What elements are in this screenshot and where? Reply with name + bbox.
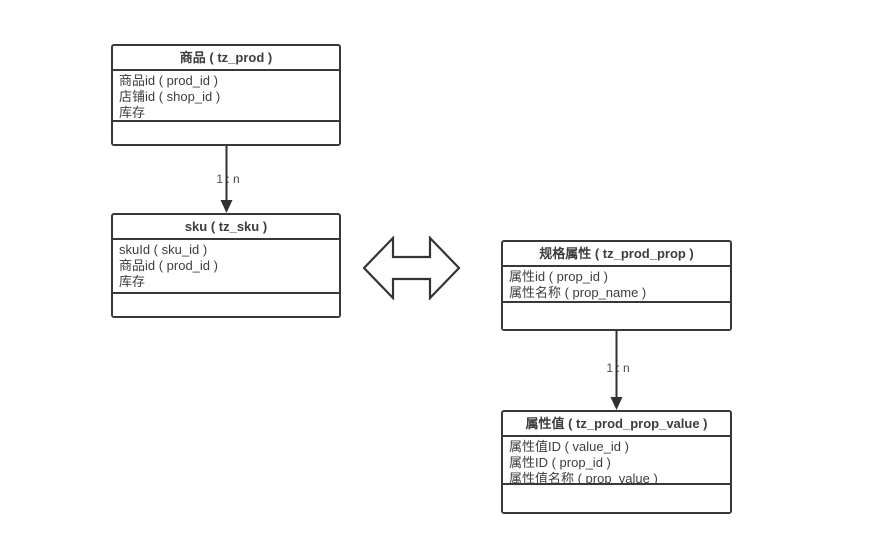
entity-empty-section xyxy=(503,303,730,329)
entity-field: 属性值ID ( value_id ) xyxy=(509,439,629,454)
double-horizontal-arrow-icon xyxy=(363,236,461,300)
connector-prod-to-sku xyxy=(218,146,235,213)
entity-field: 属性值名称 ( prop_value ) xyxy=(509,471,658,485)
entity-field: 商品id ( prod_id ) xyxy=(119,73,218,88)
entity-table-prod-prop: 规格属性 ( tz_prod_prop ) 属性id ( prop_id ) 属… xyxy=(501,240,732,331)
entity-field: 属性ID ( prop_id ) xyxy=(509,455,611,470)
entity-empty-section xyxy=(113,294,339,316)
entity-field: 店铺id ( shop_id ) xyxy=(119,89,221,104)
down-arrow-icon xyxy=(610,331,623,410)
entity-fields-prod-prop-value: 属性值ID ( value_id ) 属性ID ( prop_id ) 属性值名… xyxy=(503,437,730,485)
entity-field: 属性名称 ( prop_name ) xyxy=(509,285,647,300)
entity-table-sku: sku ( tz_sku ) skuId ( sku_id ) 商品id ( p… xyxy=(111,213,341,318)
entity-fields-prod-prop: 属性id ( prop_id ) 属性名称 ( prop_name ) xyxy=(503,267,730,303)
entity-field: skuId ( sku_id ) xyxy=(119,242,208,257)
entity-field: 商品id ( prod_id ) xyxy=(119,258,218,273)
entity-empty-section xyxy=(503,485,730,512)
entity-title-prod-prop-value: 属性值 ( tz_prod_prop_value ) xyxy=(503,412,730,437)
down-arrow-icon xyxy=(220,146,233,213)
entity-table-prod-prop-value: 属性值 ( tz_prod_prop_value ) 属性值ID ( value… xyxy=(501,410,732,514)
entity-empty-section xyxy=(113,122,339,144)
entity-fields-prod: 商品id ( prod_id ) 店铺id ( shop_id ) 库存 xyxy=(113,71,339,122)
entity-title-prod: 商品 ( tz_prod ) xyxy=(113,46,339,71)
entity-field: 库存 xyxy=(119,274,146,289)
entity-field: 库存 xyxy=(119,105,146,120)
entity-fields-sku: skuId ( sku_id ) 商品id ( prod_id ) 库存 xyxy=(113,240,339,294)
connector-cardinality-label: 1 : n xyxy=(606,361,630,375)
entity-field: 属性id ( prop_id ) xyxy=(509,269,608,284)
entity-title-sku: sku ( tz_sku ) xyxy=(113,215,339,240)
entity-table-prod: 商品 ( tz_prod ) 商品id ( prod_id ) 店铺id ( s… xyxy=(111,44,341,146)
relation-double-arrow xyxy=(363,236,461,300)
connector-prop-to-prop-value xyxy=(608,331,625,410)
connector-cardinality-label: 1 : n xyxy=(216,172,240,186)
entity-title-prod-prop: 规格属性 ( tz_prod_prop ) xyxy=(503,242,730,267)
